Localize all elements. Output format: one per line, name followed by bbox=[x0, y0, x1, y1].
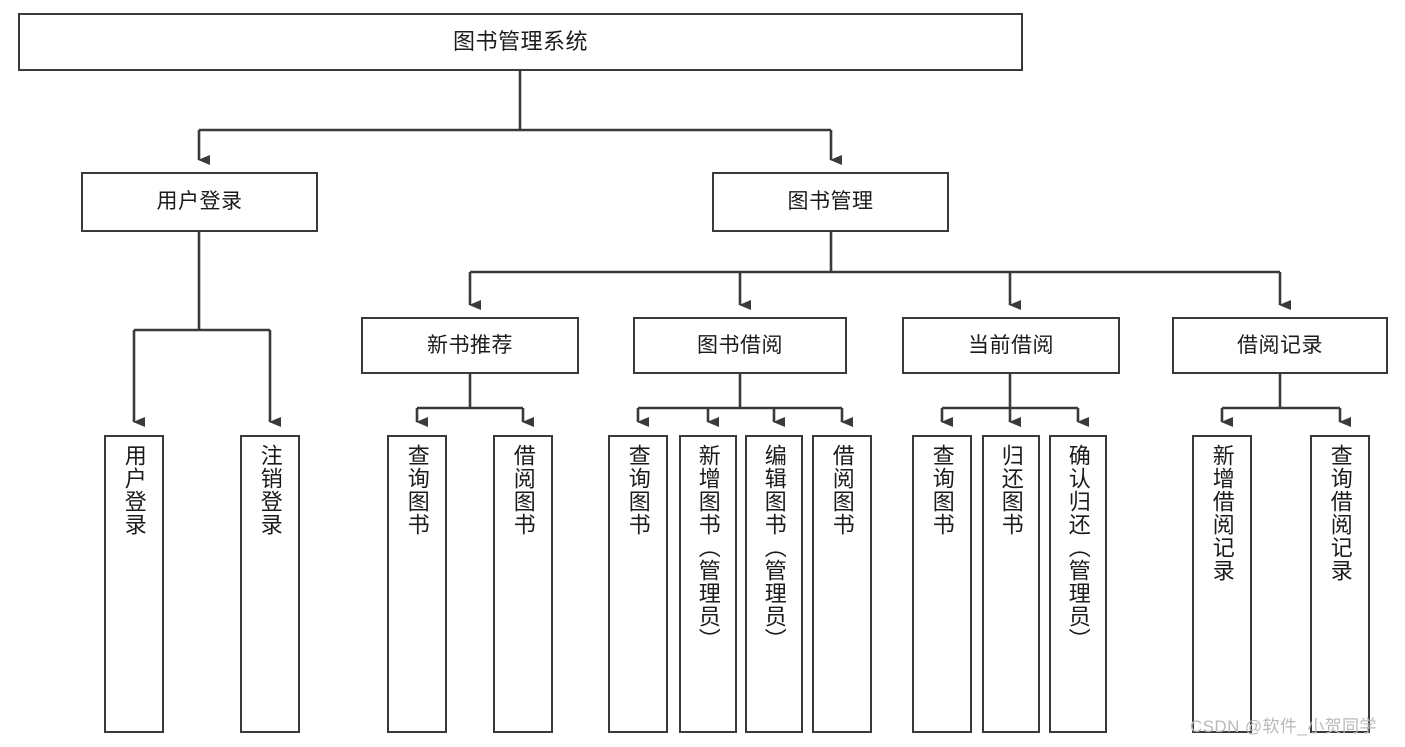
node-book-manage[interactable]: 图书管理 bbox=[712, 172, 949, 232]
leaf-borrow-book-recommend[interactable]: 借阅图书 bbox=[493, 435, 553, 733]
node-user-login[interactable]: 用户登录 bbox=[81, 172, 318, 232]
leaf-query-borrow-record[interactable]: 查询借阅记录 bbox=[1310, 435, 1370, 733]
node-label: 用户登录 bbox=[121, 444, 147, 536]
leaf-confirm-return-admin[interactable]: 确认归还（管理员） bbox=[1049, 435, 1107, 733]
node-label: 借阅图书 bbox=[829, 444, 855, 536]
leaf-add-borrow-record[interactable]: 新增借阅记录 bbox=[1192, 435, 1252, 733]
node-current-borrow[interactable]: 当前借阅 bbox=[902, 317, 1120, 374]
node-label: 用户登录 bbox=[156, 190, 243, 214]
csdn-watermark: CSDN @软件_小贺同学 bbox=[1190, 717, 1377, 736]
node-label: 图书管理系统 bbox=[452, 28, 588, 54]
leaf-borrow-book[interactable]: 借阅图书 bbox=[812, 435, 872, 733]
node-label: 借阅图书 bbox=[510, 444, 536, 536]
leaf-logout[interactable]: 注销登录 bbox=[240, 435, 300, 733]
node-label: 归还图书 bbox=[998, 444, 1024, 536]
node-label: 新书推荐 bbox=[427, 333, 513, 357]
leaf-add-book-admin[interactable]: 新增图书（管理员） bbox=[679, 435, 737, 733]
node-label: 当前借阅 bbox=[968, 333, 1054, 357]
node-label: 查询图书 bbox=[625, 444, 651, 536]
node-book-borrow[interactable]: 图书借阅 bbox=[633, 317, 847, 374]
node-label: 查询图书 bbox=[404, 444, 430, 536]
node-label: 查询图书 bbox=[929, 444, 955, 536]
leaf-user-login[interactable]: 用户登录 bbox=[104, 435, 164, 733]
node-new-book-recommend[interactable]: 新书推荐 bbox=[361, 317, 579, 374]
node-root-system[interactable]: 图书管理系统 bbox=[18, 13, 1023, 71]
node-label: 确认归还（管理员） bbox=[1065, 444, 1091, 651]
node-label: 注销登录 bbox=[257, 444, 283, 536]
node-label: 新增借阅记录 bbox=[1209, 444, 1235, 582]
leaf-query-book-recommend[interactable]: 查询图书 bbox=[387, 435, 447, 733]
leaf-edit-book-admin[interactable]: 编辑图书（管理员） bbox=[745, 435, 803, 733]
node-label: 图书借阅 bbox=[697, 333, 783, 357]
node-borrow-record[interactable]: 借阅记录 bbox=[1172, 317, 1388, 374]
leaf-query-book-borrow[interactable]: 查询图书 bbox=[608, 435, 668, 733]
node-label: 图书管理 bbox=[787, 190, 874, 214]
leaf-query-book-current[interactable]: 查询图书 bbox=[912, 435, 972, 733]
node-label: 编辑图书（管理员） bbox=[761, 444, 787, 651]
node-label: 查询借阅记录 bbox=[1327, 444, 1353, 582]
leaf-return-book[interactable]: 归还图书 bbox=[982, 435, 1040, 733]
node-label: 借阅记录 bbox=[1237, 333, 1323, 357]
node-label: 新增图书（管理员） bbox=[695, 444, 721, 651]
